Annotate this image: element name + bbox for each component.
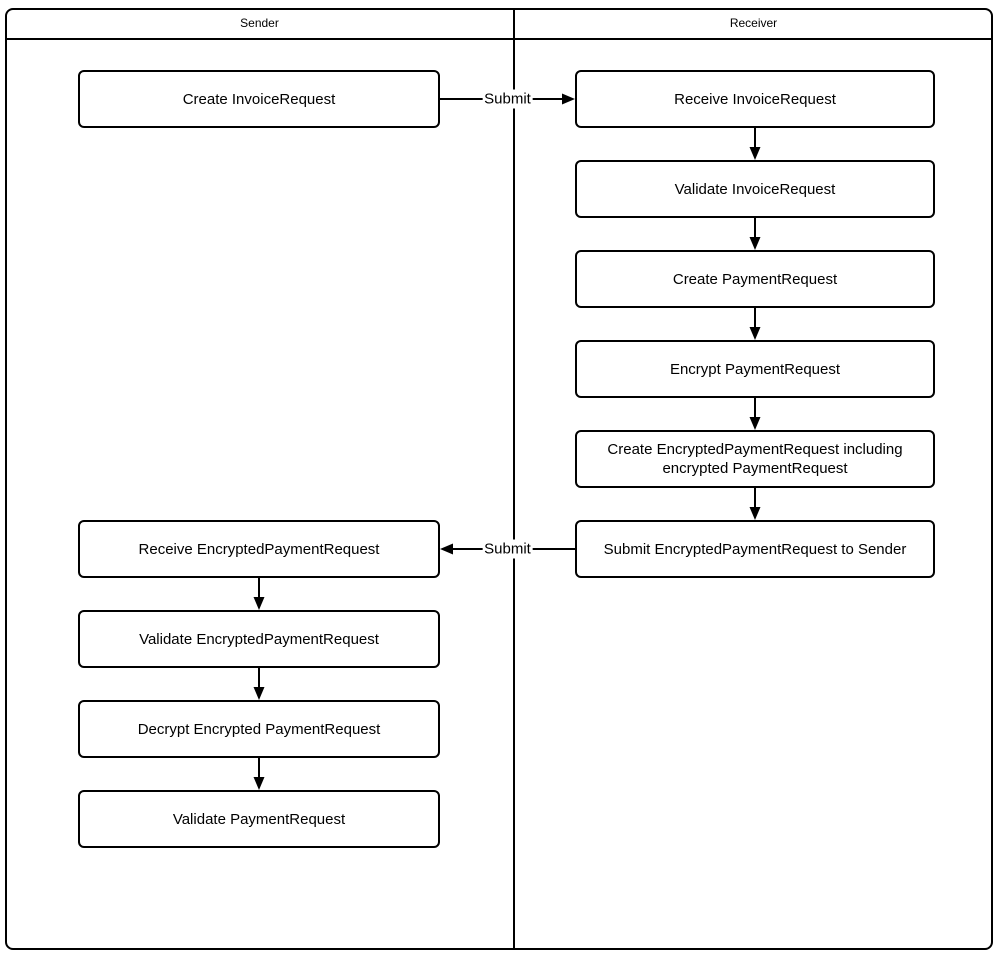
node-label: Create EncryptedPaymentRequest including…	[607, 441, 903, 477]
header-separator-line	[5, 38, 993, 40]
node-encrypt-payment-request: Encrypt PaymentRequest	[575, 340, 935, 398]
lane-header-sender: Sender	[240, 16, 279, 30]
node-receive-encrypted-payment-request: Receive EncryptedPaymentRequest	[78, 520, 440, 578]
edge-label-submit-encrypted-payment-request-to-receive-encrypted-payment-request: Submit	[482, 539, 533, 559]
node-validate-invoice-request: Validate InvoiceRequest	[575, 160, 935, 218]
node-label: Validate InvoiceRequest	[674, 180, 836, 198]
node-create-payment-request: Create PaymentRequest	[575, 250, 935, 308]
node-validate-payment-request: Validate PaymentRequest	[78, 790, 440, 848]
lane-divider-line	[513, 8, 515, 950]
node-label: Encrypt PaymentRequest	[669, 360, 841, 378]
node-create-invoice-request: Create InvoiceRequest	[78, 70, 440, 128]
node-decrypt-encrypted-payment-request: Decrypt Encrypted PaymentRequest	[78, 700, 440, 758]
node-label: Create InvoiceRequest	[182, 90, 336, 108]
node-label: Validate EncryptedPaymentRequest	[139, 630, 379, 648]
node-create-encrypted-payment-request: Create EncryptedPaymentRequest including…	[575, 430, 935, 488]
node-receive-invoice-request: Receive InvoiceRequest	[575, 70, 935, 128]
diagram-frame	[5, 8, 993, 950]
edge-label-create-invoice-request-to-receive-invoice-request: Submit	[482, 89, 533, 109]
node-label: Submit EncryptedPaymentRequest to Sender	[603, 540, 907, 558]
node-validate-encrypted-payment-request: Validate EncryptedPaymentRequest	[78, 610, 440, 668]
node-label: Decrypt Encrypted PaymentRequest	[137, 720, 381, 738]
node-label: Receive InvoiceRequest	[674, 90, 836, 108]
node-label: Validate PaymentRequest	[172, 810, 346, 828]
node-label: Receive EncryptedPaymentRequest	[138, 540, 380, 558]
node-label: Create PaymentRequest	[672, 270, 838, 288]
node-submit-encrypted-payment-request: Submit EncryptedPaymentRequest to Sender	[575, 520, 935, 578]
lane-header-receiver: Receiver	[729, 16, 778, 30]
